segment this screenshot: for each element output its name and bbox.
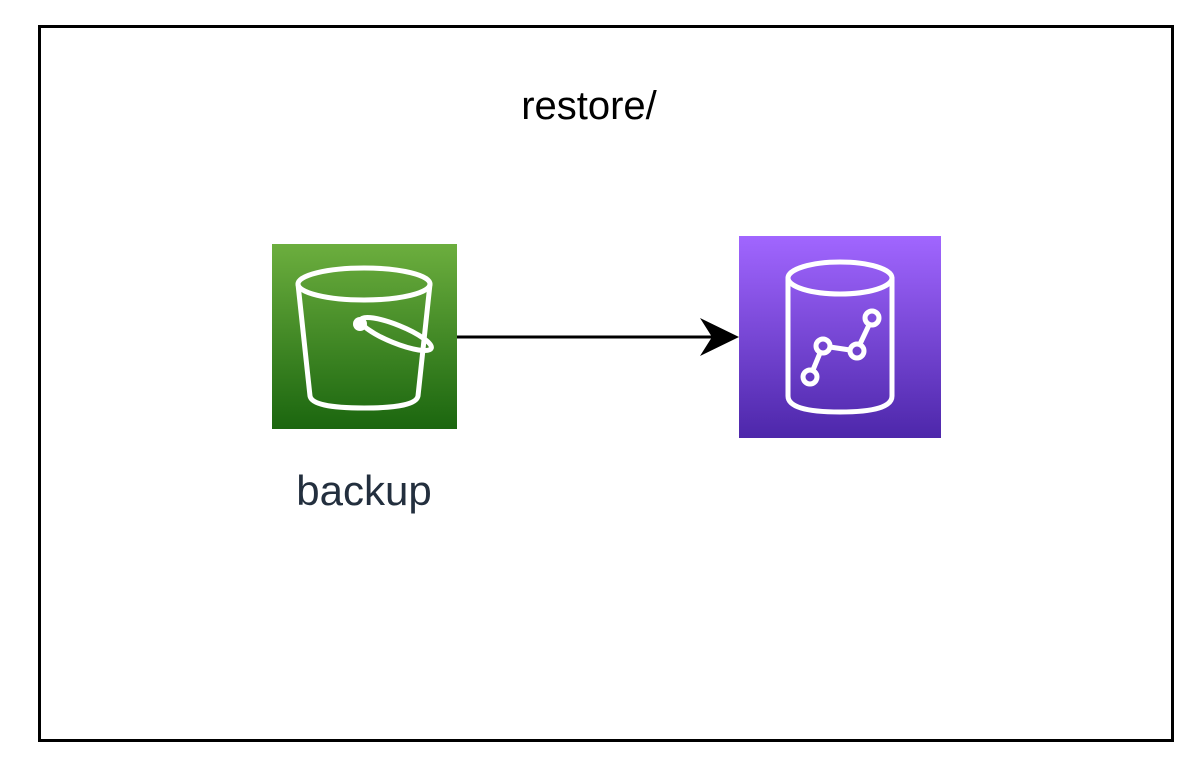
- s3-node-label: backup: [296, 467, 432, 514]
- redshift-icon: [785, 259, 895, 415]
- diagram-frame: [38, 25, 1174, 742]
- diagram-title: restore/: [521, 84, 657, 128]
- s3-bucket-node[interactable]: [272, 244, 457, 429]
- redshift-node[interactable]: [739, 236, 941, 438]
- s3-bucket-icon: [295, 265, 434, 411]
